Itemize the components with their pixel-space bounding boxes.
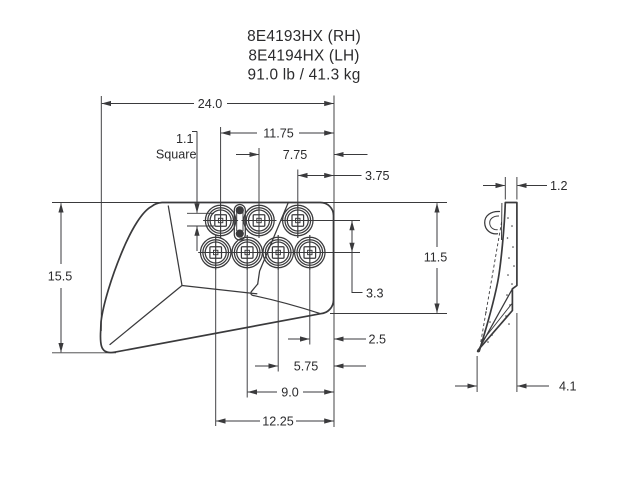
part-weight: 91.0 lb / 41.3 kg (248, 67, 361, 84)
dim-square-hole: 1.1 Square (156, 131, 200, 251)
dim-label-24-0: 24.0 (198, 97, 223, 111)
dim-label-11-75: 11.75 (263, 127, 294, 141)
front-view (99, 201, 335, 354)
dim-row-spacing: 3.3 (349, 220, 384, 301)
side-inner-step-edge (483, 302, 513, 340)
bolt-holes-top-row (202, 202, 316, 239)
dim-overall-height: 15.5 (48, 203, 73, 353)
side-hidden-line (480, 221, 503, 343)
dim-label-5-75: 5.75 (294, 360, 319, 374)
dim-bottom-thickness: 4.1 (455, 313, 577, 394)
dim-top-hole3: 3.75 (297, 169, 390, 183)
dim-overall-width: 24.0 (101, 97, 334, 111)
dim-label-15-5: 15.5 (48, 270, 73, 284)
dim-label-12-25: 12.25 (262, 415, 294, 429)
dim-label-2-5: 2.5 (369, 333, 387, 347)
side-profile-outline (476, 201, 518, 353)
bolt-hole (229, 234, 266, 271)
square-slot (233, 203, 246, 241)
lifting-eye-outer (484, 210, 501, 235)
dim-top-thickness: 1.2 (483, 177, 568, 200)
dim-bottom-hole2: 9.0 (247, 386, 334, 400)
dim-label-square: Square (156, 148, 197, 162)
dim-label-4-1: 4.1 (559, 380, 577, 394)
part-number-lh: 8E4194HX (LH) (248, 48, 359, 65)
nose-facet-lines (109, 205, 258, 346)
lifting-eye-inner (489, 215, 500, 231)
dim-bottom-hole4: 2.5 (288, 333, 386, 347)
dim-bottom-hole3: 5.75 (255, 360, 366, 374)
bolt-hole (240, 202, 278, 239)
dim-label-9-0: 9.0 (281, 386, 299, 400)
dim-label-1-2: 1.2 (550, 179, 568, 193)
bolt-hole (291, 234, 328, 271)
blade-fold-line (257, 201, 289, 285)
dim-label-1-1: 1.1 (176, 132, 194, 146)
side-view (476, 201, 518, 353)
title-block: 8E4193HX (RH) 8E4194HX (LH) 91.0 lb / 41… (247, 28, 361, 84)
bolt-hole (202, 202, 239, 239)
extension-lines (52, 95, 447, 427)
side-inner-blade-edge (478, 288, 514, 350)
bolt-hole (260, 234, 297, 271)
dim-top-hole1: 11.75 (220, 127, 334, 141)
dim-top-hole2: 7.75 (236, 148, 368, 162)
part-number-rh: 8E4193HX (RH) (247, 28, 361, 45)
dim-label-7-75: 7.75 (283, 148, 308, 162)
dim-plate-height: 11.5 (424, 203, 448, 314)
cast-texture-dots (484, 217, 515, 343)
dim-bottom-hole1: 12.25 (215, 415, 334, 429)
dim-label-11-5: 11.5 (424, 251, 448, 265)
part-outline (99, 201, 335, 354)
dim-label-3-75: 3.75 (365, 169, 390, 183)
bolt-hole (197, 234, 234, 271)
dim-label-3-3: 3.3 (366, 287, 384, 301)
